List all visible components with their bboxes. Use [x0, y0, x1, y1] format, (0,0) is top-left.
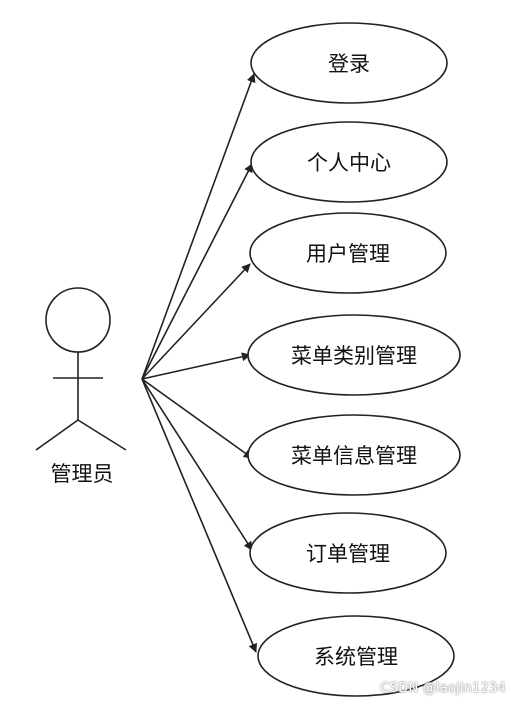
arrow-to-user-management — [141, 263, 251, 380]
use-case-personal-center: 个人中心 — [250, 121, 448, 203]
use-case-label: 订单管理 — [306, 542, 390, 566]
actor-label: 管理员 — [51, 462, 114, 486]
arrow-to-order-management — [141, 378, 253, 551]
use-case-label: 用户管理 — [306, 242, 390, 266]
use-case-login: 登录 — [250, 22, 448, 104]
arrow-to-menu-info-management — [141, 378, 253, 459]
actor-head — [45, 287, 111, 353]
use-case-ellipse — [250, 22, 448, 104]
use-case-order-management: 订单管理 — [249, 512, 447, 594]
use-case-system-management: 系统管理 — [257, 615, 455, 697]
arrow-to-menu-category-management — [141, 352, 251, 380]
use-case-label: 个人中心 — [307, 151, 391, 175]
use-case-ellipse — [249, 212, 447, 294]
use-case-menu-info-management: 菜单信息管理 — [247, 414, 461, 496]
arrow-to-system-management — [141, 378, 258, 653]
use-case-menu-category-management: 菜单类别管理 — [247, 314, 461, 396]
use-case-label: 登录 — [328, 52, 370, 76]
arrow-to-personal-center — [141, 163, 253, 380]
association-arrows — [141, 73, 258, 653]
watermark: CSDN @laojin1234 — [380, 681, 506, 696]
use-case-ellipse — [250, 121, 448, 203]
actor-figure — [35, 287, 127, 451]
use-case-ellipse — [249, 512, 447, 594]
use-case-ellipse — [247, 314, 461, 396]
use-case-user-management: 用户管理 — [249, 212, 447, 294]
use-case-ellipse — [257, 615, 455, 697]
use-case-label: 系统管理 — [314, 645, 398, 669]
use-case-ellipse — [247, 414, 461, 496]
actor-right-leg — [77, 419, 127, 451]
arrow-to-login — [141, 73, 256, 380]
actor-left-leg — [35, 419, 79, 451]
use-case-label: 菜单信息管理 — [291, 444, 417, 468]
use-case-label: 菜单类别管理 — [291, 344, 417, 368]
